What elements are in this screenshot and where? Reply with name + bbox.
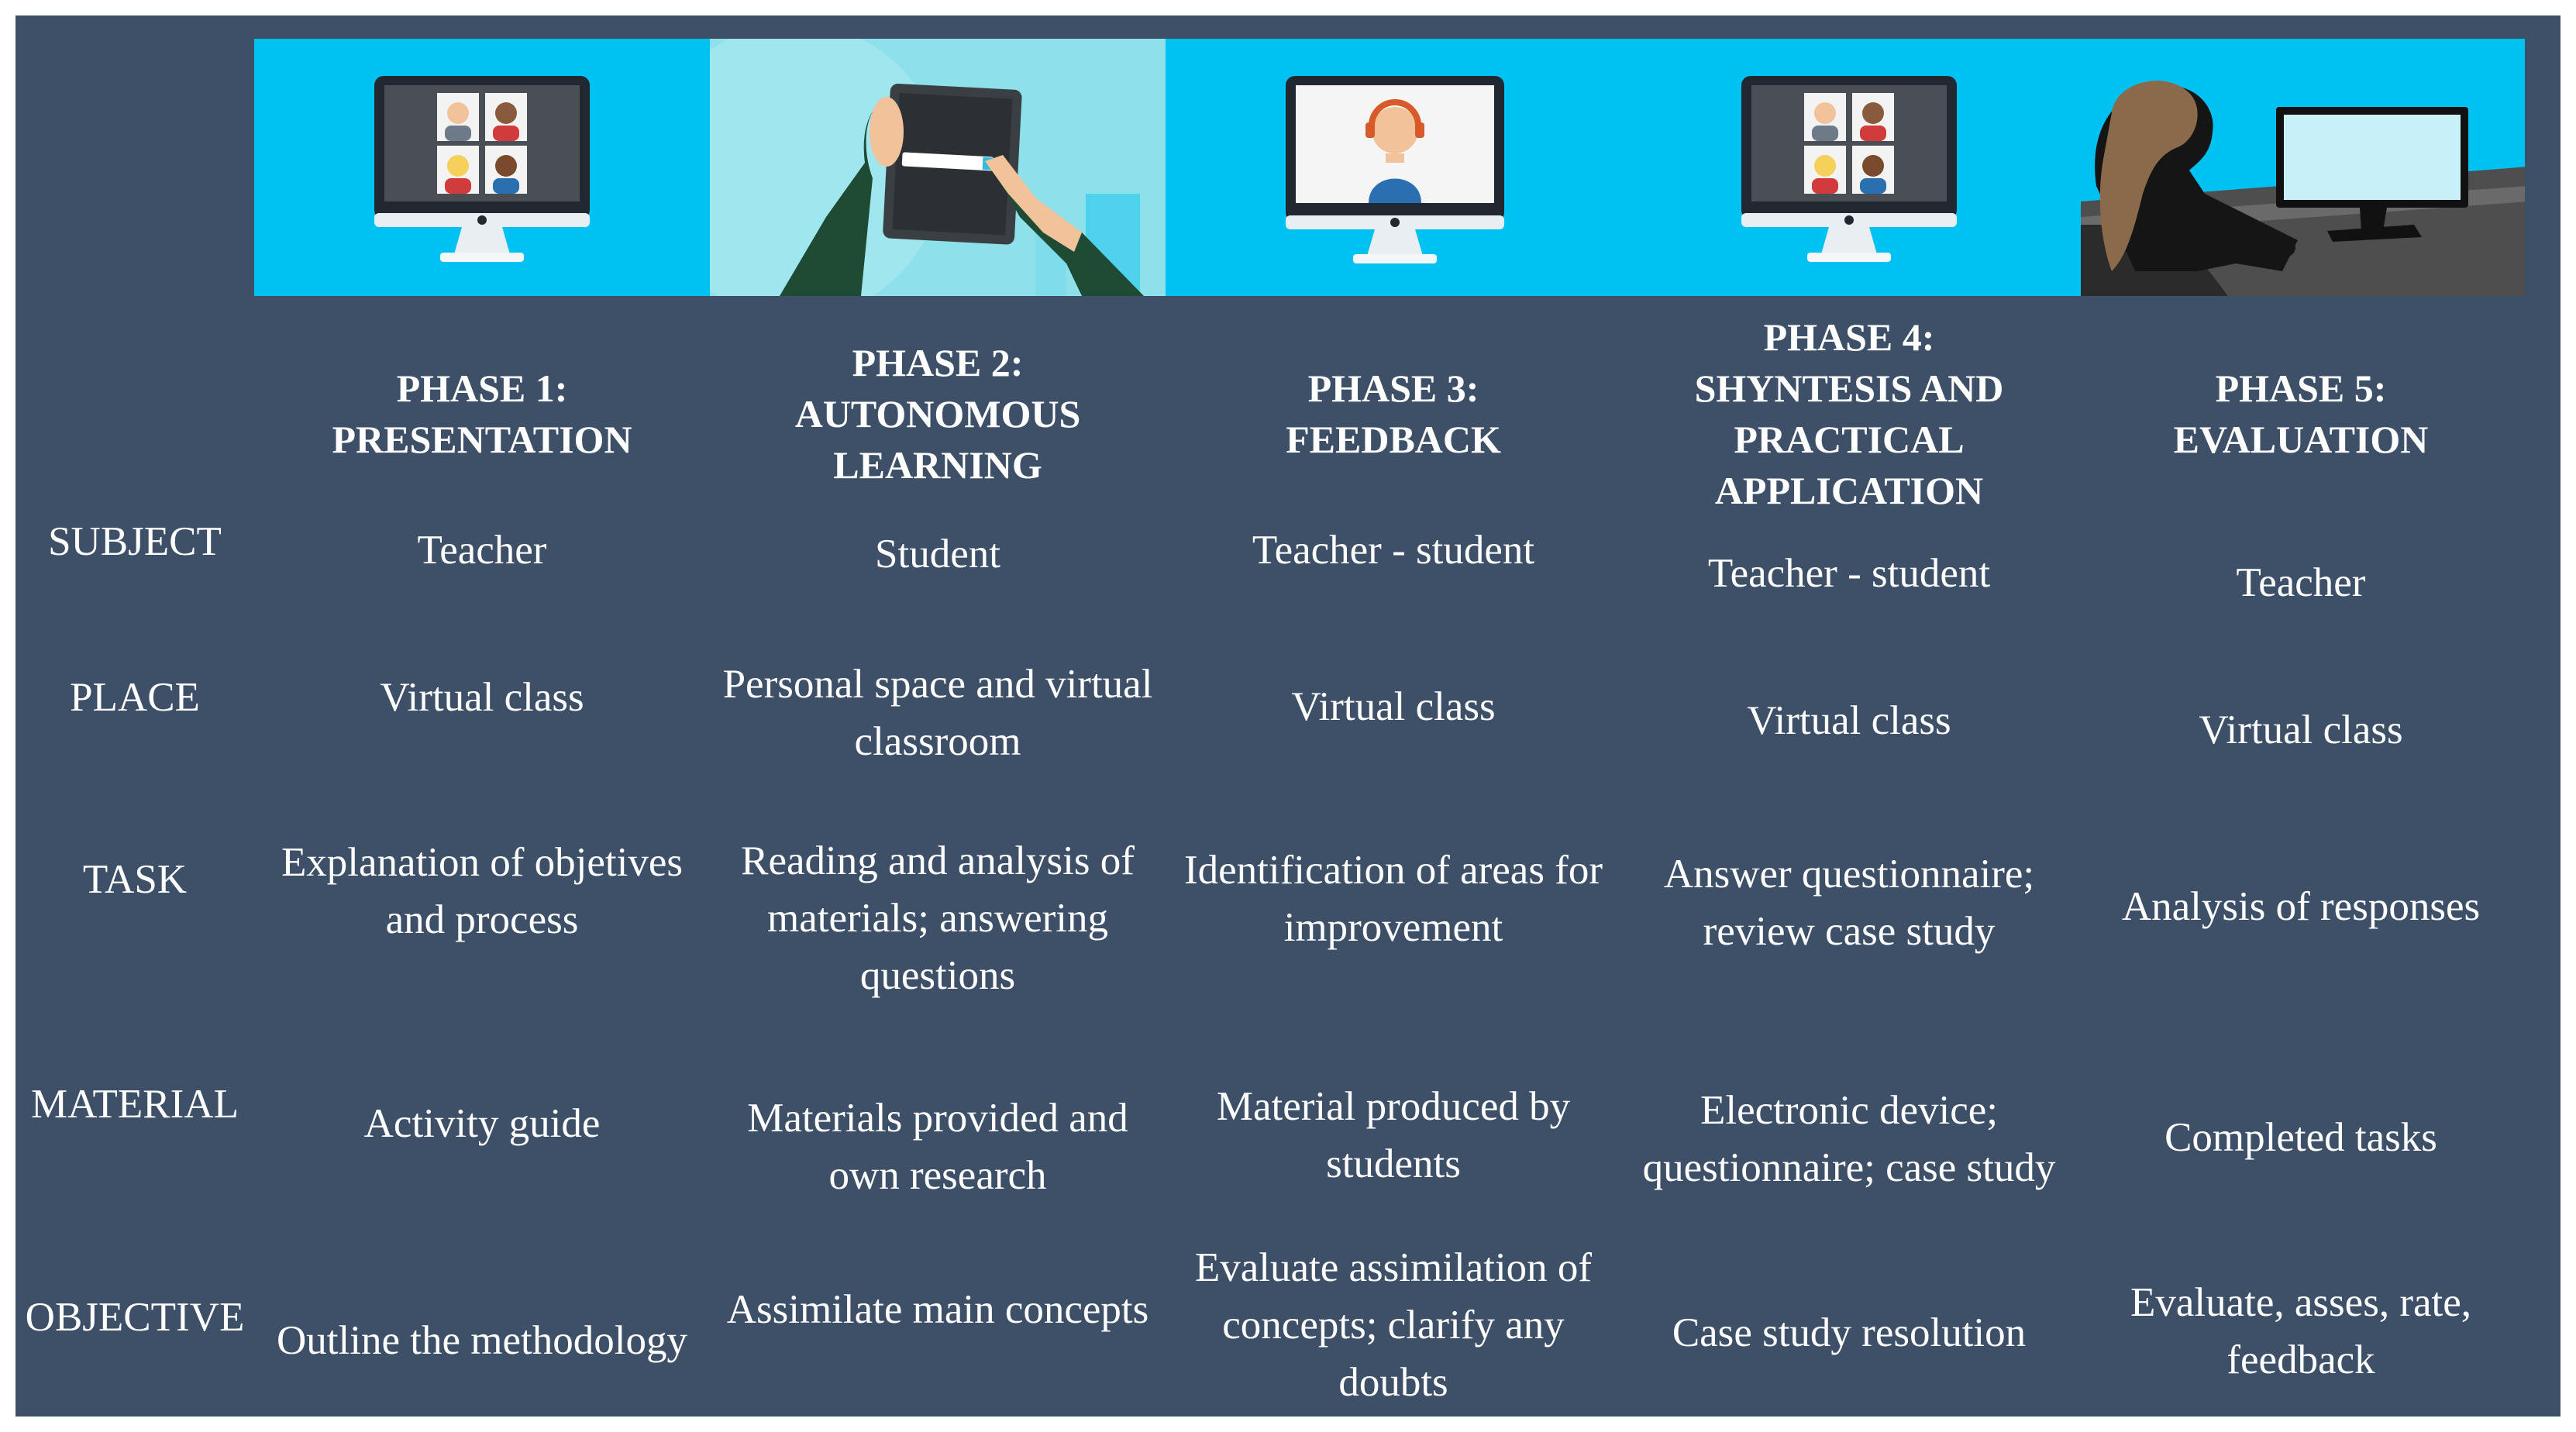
phase-4-number: PHASE 4: [1763, 315, 1935, 359]
phase-3-title: PHASE 3: FEEDBACK [1166, 304, 1621, 524]
phase-4-name-line1: SHYNTESIS AND [1694, 367, 2004, 410]
material-phase-4: Electronic device; questionnaire; case s… [1642, 1088, 2056, 1190]
tablet-search-icon [710, 39, 1166, 296]
place-phase-2: Personal space and virtual classroom [722, 662, 1153, 764]
phase-3-number: PHASE 3: [1307, 367, 1479, 410]
phase-2-title: PHASE 2: AUTONOMOUS LEARNING [710, 304, 1166, 524]
subject-phase-3: Teacher - student [1252, 528, 1535, 573]
video-conference-monitor-icon [374, 76, 590, 262]
task-phase-4: Answer questionnaire; review case study [1663, 852, 2035, 954]
phase-1-title: PHASE 1: PRESENTATION [254, 304, 710, 524]
place-phase-3: Virtual class [1291, 684, 1496, 729]
material-phase-1: Activity guide [363, 1101, 601, 1146]
phase-5-name: EVALUATION [2173, 418, 2429, 461]
phase-3-name: FEEDBACK [1286, 418, 1501, 461]
phase-4-image [1621, 39, 2077, 296]
place-phase-1: Virtual class [380, 675, 584, 720]
phase-3-image [1166, 39, 1621, 296]
row-label-place: PLACE [70, 675, 200, 720]
row-label-objective: OBJECTIVE [25, 1295, 245, 1340]
objective-phase-3: Evaluate assimilation of concepts; clari… [1194, 1245, 1593, 1405]
person-at-computer-icon [2081, 39, 2525, 296]
place-phase-5: Virtual class [2199, 707, 2403, 752]
material-phase-5: Completed tasks [2164, 1115, 2437, 1160]
phase-4-name-line2: PRACTICAL [1734, 418, 1965, 461]
phase-2-name-line2: LEARNING [833, 443, 1042, 487]
subject-phase-1: Teacher [417, 528, 547, 573]
phase-2-image [710, 39, 1166, 296]
subject-phase-5: Teacher [2236, 560, 2366, 605]
objective-phase-4: Case study resolution [1672, 1310, 2027, 1355]
objective-phase-1: Outline the methodology [277, 1318, 687, 1363]
row-label-task: TASK [82, 857, 188, 902]
phase-4-title: PHASE 4: SHYNTESIS AND PRACTICAL APPLICATIO… [1621, 304, 2077, 524]
video-conference-monitor-icon [1741, 76, 1957, 262]
phase-2-number: PHASE 2: [852, 341, 1024, 384]
objective-phase-5: Evaluate, asses, rate, feedback [2130, 1280, 2471, 1382]
place-phase-4: Virtual class [1747, 698, 1951, 743]
task-phase-1: Explanation of objetives and process [281, 840, 684, 942]
subject-phase-2: Student [875, 532, 1000, 577]
task-phase-3: Identification of areas for improvement [1183, 848, 1603, 950]
phase-5-number: PHASE 5: [2215, 367, 2387, 410]
row-label-material: MATERIAL [31, 1082, 239, 1127]
phase-1-name: PRESENTATION [332, 418, 632, 461]
phase-2-name-line1: AUTONOMOUS [794, 392, 1081, 435]
task-phase-2: Reading and analysis of materials; answe… [741, 838, 1135, 998]
phase-5-image [2077, 39, 2525, 296]
objective-phase-2: Assimilate main concepts [726, 1287, 1149, 1332]
phase-4-name-line3: APPLICATION [1714, 469, 1984, 512]
phase-1-number: PHASE 1: [396, 367, 568, 410]
row-label-subject: SUBJECT [48, 519, 222, 564]
material-phase-3: Material produced by students [1216, 1084, 1571, 1186]
methodology-table: PHASE 1: PRESENTATION PHASE 2: AUTONOMOUS L… [15, 15, 2561, 1417]
task-phase-5: Analysis of responses [2121, 884, 2481, 929]
phase-5-title: PHASE 5: EVALUATION [2077, 304, 2525, 524]
phase-1-image [254, 39, 710, 296]
material-phase-2: Materials provided and own research [747, 1096, 1128, 1198]
subject-phase-4: Teacher - student [1707, 551, 1991, 596]
headset-support-monitor-icon [1286, 76, 1504, 263]
